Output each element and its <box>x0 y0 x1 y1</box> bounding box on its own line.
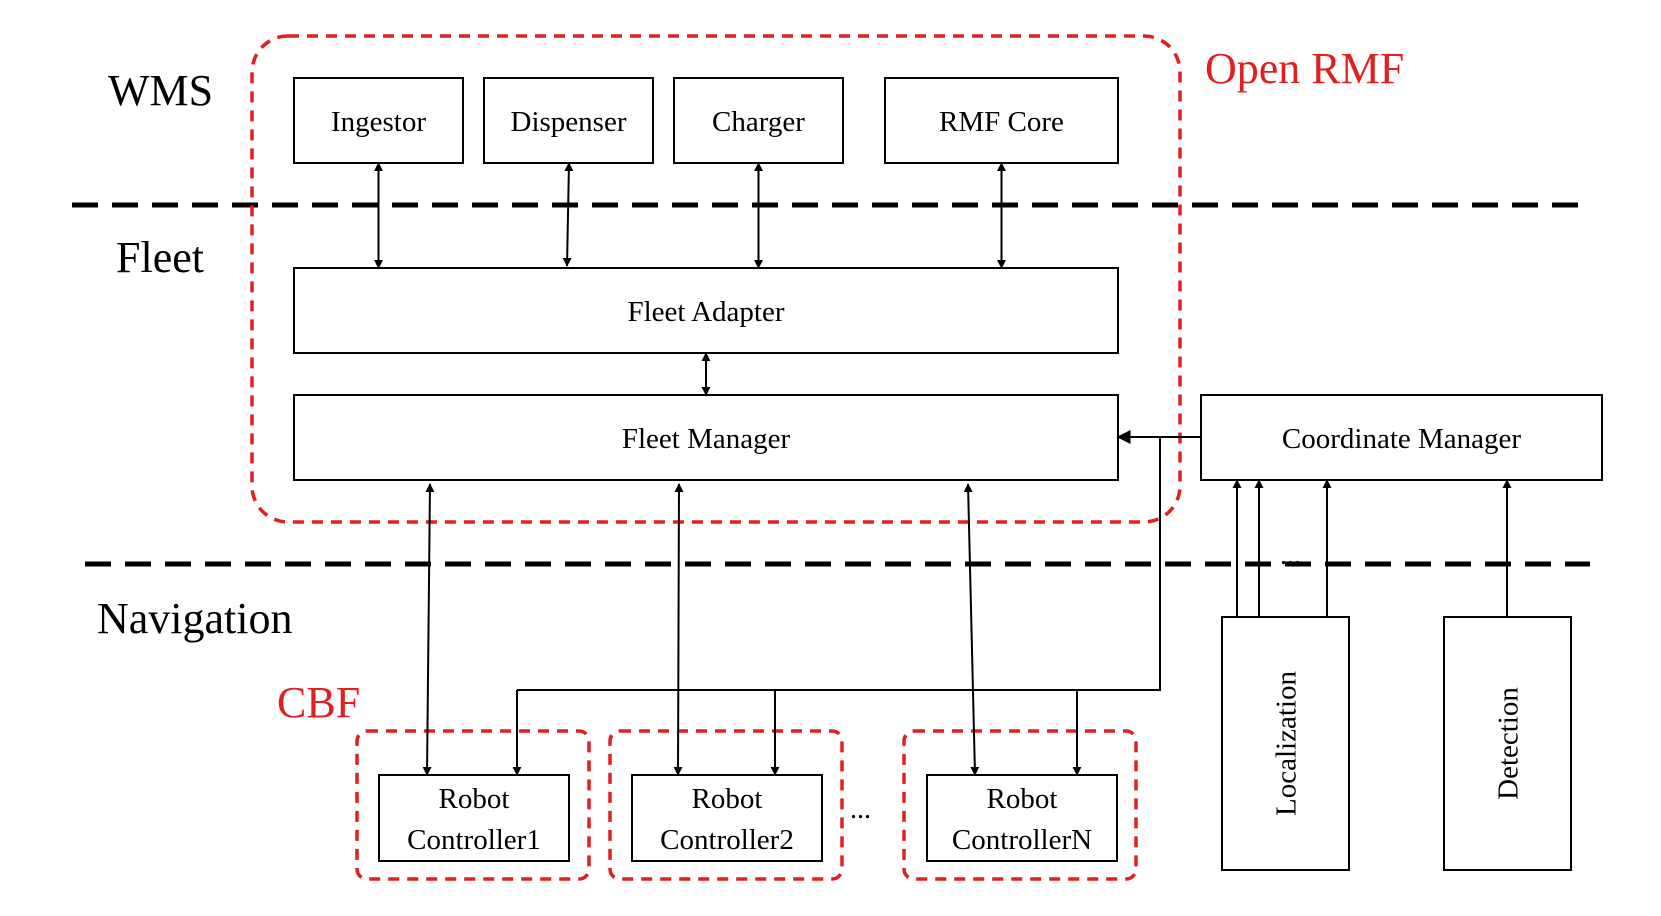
robot-controller-1-line2: Controller1 <box>407 824 541 856</box>
arrow-dispenser-fleet-adapter <box>562 162 574 267</box>
robot-controller-1-line1: Robot <box>439 783 510 815</box>
coordinate-manager-label: Coordinate Manager <box>1282 423 1522 455</box>
sensors-ellipsis: ... <box>1280 540 1301 571</box>
layer-label-wms: WMS <box>108 66 213 115</box>
cbf-region-1 <box>355 729 591 881</box>
localization-label: Localization <box>1271 671 1303 816</box>
robot-controller-n-line2: ControllerN <box>952 824 1092 856</box>
cbf-region-2 <box>608 729 844 881</box>
ingestor-box: Ingestor <box>293 77 464 164</box>
robot-controller-2-line2: Controller2 <box>660 824 794 856</box>
arrow-fleet-manager-controller-2 <box>673 483 684 776</box>
robot-controller-2-line1: Robot <box>692 783 763 815</box>
cbf-region-n <box>902 729 1138 881</box>
fleet-adapter-box: Fleet Adapter <box>293 267 1119 354</box>
robot-controllers-ellipsis: ... <box>850 794 871 825</box>
detection-box: Detection <box>1443 616 1572 871</box>
cbf-label: CBF <box>277 678 360 727</box>
robot-controller-n-line1: Robot <box>987 783 1058 815</box>
arrow-fleet-manager-controller-n <box>963 483 980 776</box>
open-rmf-label: Open RMF <box>1205 44 1404 93</box>
dispenser-label: Dispenser <box>511 106 627 138</box>
fleet-manager-box: Fleet Manager <box>293 394 1119 481</box>
fleet-adapter-label: Fleet Adapter <box>627 296 784 328</box>
robot-controller-2-box: Robot Controller2 <box>631 774 823 862</box>
ingestor-label: Ingestor <box>331 106 426 138</box>
layer-label-navigation: Navigation <box>97 594 293 643</box>
robot-controller-n-box: Robot ControllerN <box>926 774 1118 862</box>
detection-label: Detection <box>1493 687 1525 800</box>
dispenser-box: Dispenser <box>483 77 654 164</box>
charger-label: Charger <box>712 106 805 138</box>
rmf-core-box: RMF Core <box>884 77 1119 164</box>
charger-box: Charger <box>673 77 844 164</box>
arrow-fleet-manager-controller-1 <box>422 483 435 776</box>
open-rmf-region <box>250 34 1182 524</box>
coordinate-bus-line <box>517 437 1161 691</box>
layer-label-fleet: Fleet <box>116 233 204 282</box>
fleet-manager-label: Fleet Manager <box>622 423 791 455</box>
localization-box: Localization <box>1221 616 1350 871</box>
coordinate-manager-box: Coordinate Manager <box>1200 394 1603 481</box>
rmf-core-label: RMF Core <box>939 106 1064 138</box>
robot-controller-1-box: Robot Controller1 <box>378 774 570 862</box>
